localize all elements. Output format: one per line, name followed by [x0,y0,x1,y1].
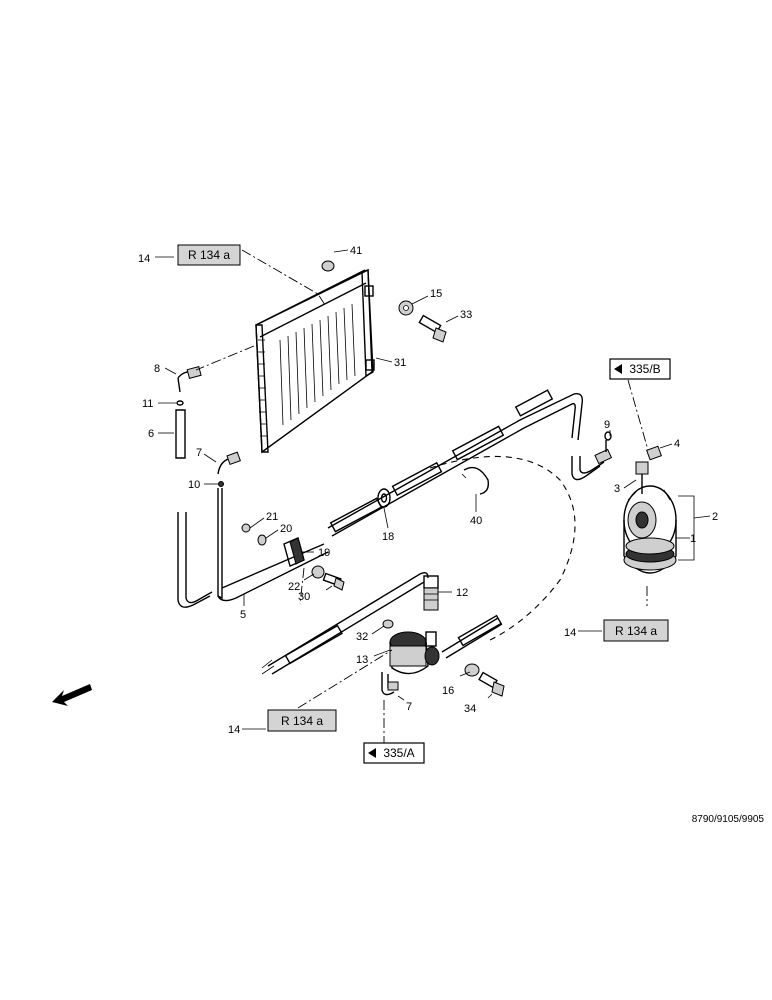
callout-14-bottom: 14 [228,724,240,736]
hose-6 [175,409,186,459]
clamp-18 [377,488,391,508]
condenser [255,268,375,454]
bolt-30 [322,572,345,591]
fitting-8 [177,365,202,393]
r134a-box-bottom: R 134 a [267,709,337,732]
fitting-4 [646,445,662,461]
callout-9: 9 [604,419,610,431]
ref-line-335b [627,379,649,451]
ref-line-r134-bottom [297,649,393,709]
callout-30: 30 [298,591,310,603]
callout-14-right: 14 [564,627,576,639]
washer-20 [257,534,267,546]
callout-21: 21 [266,511,278,523]
svg-text:R 134 a: R 134 a [281,714,323,728]
callout-5: 5 [240,609,246,621]
svg-text:R 134 a: R 134 a [188,248,230,262]
callout-6: 6 [148,428,154,440]
bolt-33 [418,314,447,343]
oring-10 [218,481,224,487]
svg-text:335/B: 335/B [629,362,660,376]
nut-32 [382,619,394,629]
callout-7-upper: 7 [196,447,202,459]
direction-arrow-icon [52,684,92,706]
callout-1: 1 [690,533,696,545]
nut-41 [321,260,335,272]
callout-7-lower: 7 [406,701,412,713]
callout-20: 20 [280,523,292,535]
callout-4: 4 [674,438,680,450]
hose-9 [571,431,613,481]
washer-15 [398,300,414,316]
pressure-switch-12 [423,575,439,611]
callout-18: 18 [382,531,394,543]
oring-11 [176,400,184,406]
leader-lines [155,249,711,730]
ref-line-8 [195,345,255,371]
callout-8: 8 [154,363,160,375]
fitting-3 [635,461,649,494]
callout-31: 31 [394,357,406,369]
see-box-335a: 335/A [363,742,425,764]
callout-16: 16 [442,685,454,697]
washer-22 [311,565,325,579]
fitting-7-upper [217,451,241,475]
callout-40: 40 [470,515,482,527]
r134a-box-top: R 134 a [177,244,241,266]
callout-34: 34 [464,703,476,715]
see-box-335b: 335/B [609,358,671,380]
compressor [623,485,677,574]
callout-14-top: 14 [138,253,150,265]
fitting-7-lower [381,672,399,696]
liquid-line [327,389,584,537]
svg-text:R 134 a: R 134 a [615,624,657,638]
ref-line-bracket [299,567,305,605]
hose-left [177,512,213,608]
receiver-drier-13 [389,631,440,675]
callout-2: 2 [712,511,718,523]
bracket-19 [283,537,305,567]
hook-40 [461,466,490,495]
callout-15: 15 [430,288,442,300]
wire-route [429,455,576,641]
callout-32: 32 [356,631,368,643]
pipe-5 [217,488,329,602]
callout-41: 41 [350,245,362,257]
washer-16 [464,663,480,677]
svg-text:335/A: 335/A [383,746,414,760]
callout-13: 13 [356,654,368,666]
callout-12: 12 [456,587,468,599]
nut-21 [241,523,251,533]
bolt-34 [478,671,505,697]
callout-3: 3 [614,483,620,495]
ref-line-top [241,249,326,306]
callout-19: 19 [318,547,330,559]
drawing-code: 8790/9105/9905 [692,814,765,825]
callout-11: 11 [142,398,153,410]
r134a-box-right: R 134 a [603,619,669,642]
callouts: 14 41 15 33 31 8 11 6 7 10 9 4 3 2 1 21 … [138,245,718,736]
callout-22: 22 [288,581,300,593]
callout-33: 33 [460,309,472,321]
callout-10: 10 [188,479,200,491]
